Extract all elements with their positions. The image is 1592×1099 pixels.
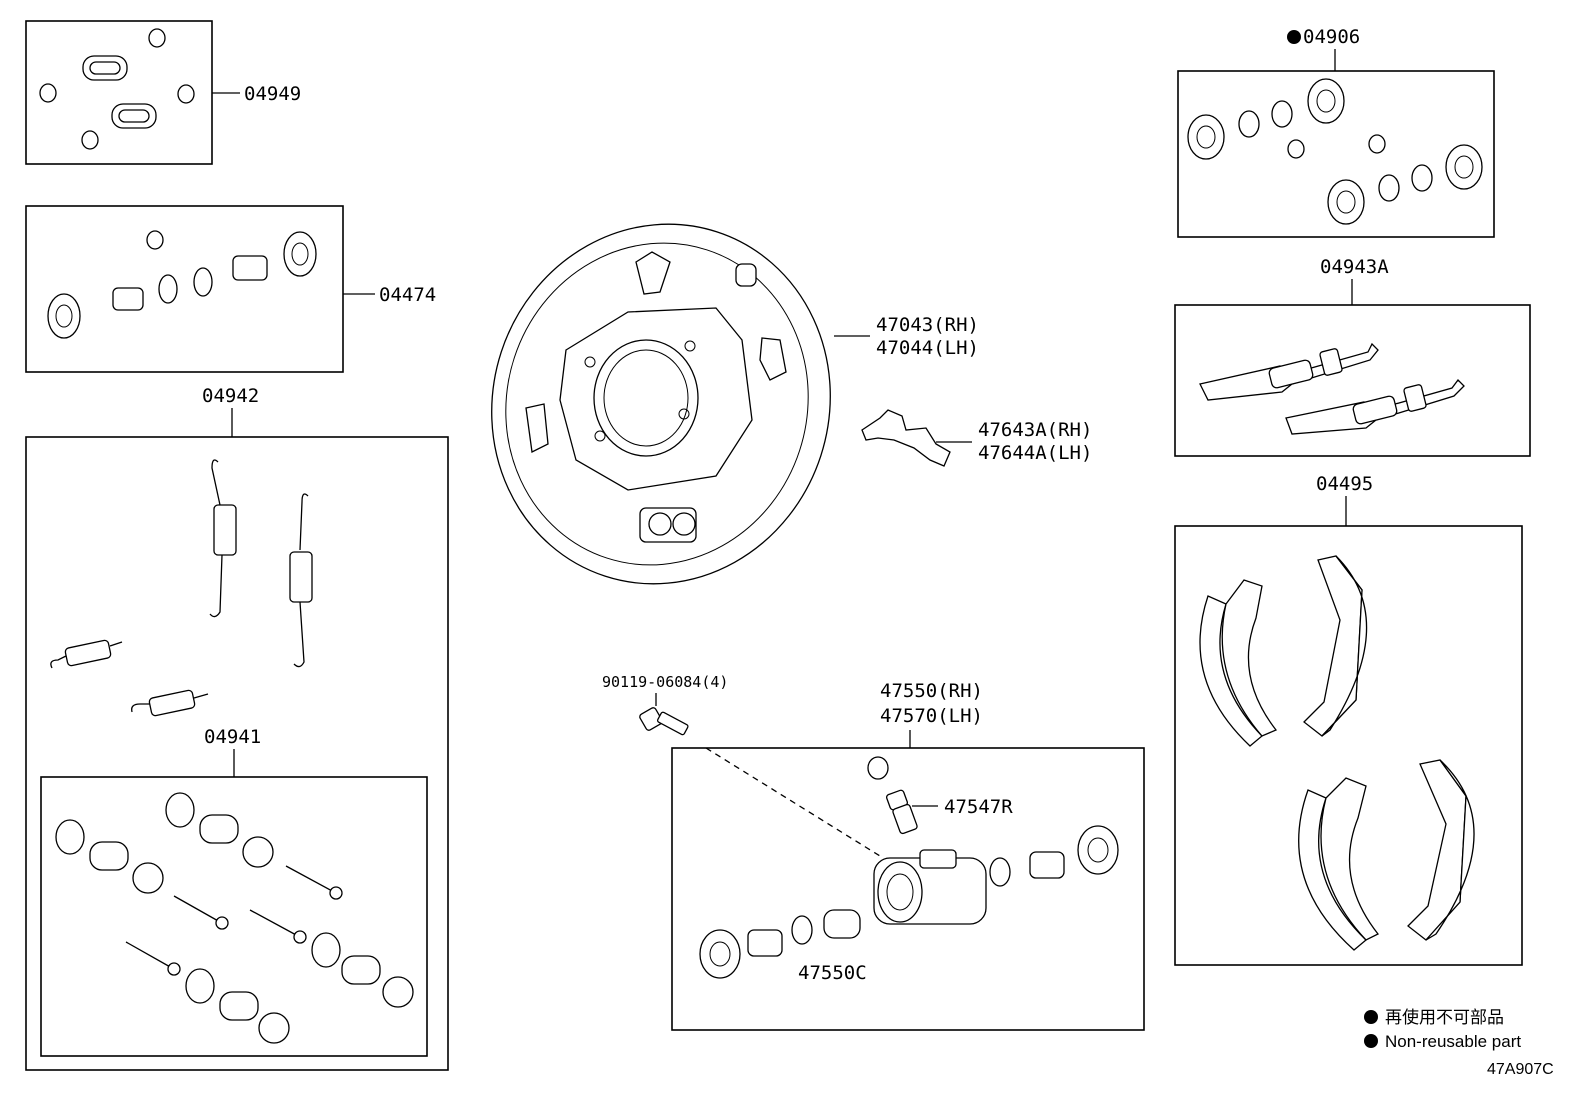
cylinder-cup-icon — [699, 929, 741, 979]
hold-down-spring-icon — [89, 814, 381, 1021]
wheel-cylinder-icon — [873, 849, 987, 925]
wheel-cylinder-box — [671, 747, 1145, 1031]
hold-down-pin-icon — [125, 865, 343, 976]
non-reusable-mark-icon — [1364, 1034, 1378, 1048]
kit-04495-box — [1174, 525, 1523, 966]
label-90119[interactable]: 90119-06084(4) — [602, 673, 728, 691]
boot-icon — [82, 55, 157, 129]
label-47043[interactable]: 47043(RH) — [876, 314, 979, 336]
parking-lever-group: 47643A(RH) 47644A(LH) — [861, 409, 1092, 467]
piston-icon — [747, 929, 783, 957]
label-04495[interactable]: 04495 — [1316, 473, 1373, 495]
kit-04943a-group: 04943A — [1174, 256, 1531, 457]
bolt-group: 90119-06084(4) — [602, 673, 881, 857]
label-47644[interactable]: 47644A(LH) — [978, 442, 1092, 464]
diagram-code: 47A907C — [1487, 1061, 1554, 1078]
bolt-icon — [639, 707, 689, 736]
label-04943a[interactable]: 04943A — [1320, 256, 1389, 278]
kit-04474-group: 04474 — [25, 205, 436, 373]
piston-icon — [1029, 851, 1065, 879]
bleeder-cap-icon — [867, 756, 889, 780]
cylinder-cup-icon — [1077, 825, 1119, 875]
label-04474[interactable]: 04474 — [379, 284, 436, 306]
label-47550[interactable]: 47550(RH) — [880, 680, 983, 702]
hold-down-cup-icon — [55, 792, 414, 1044]
kit-04906-group: 04906 — [1177, 26, 1495, 238]
return-spring-icon — [50, 459, 313, 717]
label-47547[interactable]: 47547R — [944, 796, 1013, 818]
kit-04474-box — [25, 205, 344, 373]
bleeder-screw-icon — [886, 789, 918, 835]
legend-en: Non-reusable part — [1385, 1032, 1521, 1051]
legend-jp: 再使用不可部品 — [1385, 1007, 1504, 1027]
cylinder-cup-icon — [47, 231, 317, 339]
kit-04949-group: 04949 — [25, 20, 301, 165]
kit-04942-group: 04942 04941 — [25, 385, 449, 1071]
kit-04906-box — [1177, 70, 1495, 238]
label-04942[interactable]: 04942 — [202, 385, 259, 407]
label-04941[interactable]: 04941 — [204, 726, 261, 748]
label-47550c[interactable]: 47550C — [798, 962, 867, 984]
wheel-cylinder-group: 47550(RH) 47570(LH) 47547R 47550C — [671, 680, 1145, 1031]
label-47643[interactable]: 47643A(RH) — [978, 419, 1092, 441]
kit-04941-box — [40, 776, 428, 1057]
non-reusable-mark-icon — [1287, 30, 1301, 44]
bleeder-cap-icon — [1287, 139, 1305, 159]
non-reusable-mark-icon — [1364, 1010, 1378, 1024]
cylinder-spring-icon — [823, 909, 861, 939]
piston-icon — [112, 255, 268, 311]
adjuster-icon — [1199, 342, 1465, 435]
cylinder-cup-icon — [1187, 78, 1483, 225]
kit-04942-box — [25, 436, 449, 1071]
parking-brake-lever-icon — [861, 409, 951, 467]
legend: 再使用不可部品 Non-reusable part 47A907C — [1364, 1007, 1554, 1078]
bleeder-cap-icon — [39, 28, 195, 150]
kit-04943a-box — [1174, 304, 1531, 457]
label-47044[interactable]: 47044(LH) — [876, 337, 979, 359]
label-04949[interactable]: 04949 — [244, 83, 301, 105]
cylinder-mount-icon — [639, 507, 697, 543]
kit-04495-group: 04495 — [1174, 473, 1523, 966]
brake-shoe-icon — [1199, 555, 1475, 951]
bleeder-cap-icon — [146, 230, 164, 250]
bleeder-cap-icon — [1368, 134, 1386, 154]
label-47570[interactable]: 47570(LH) — [880, 705, 983, 727]
label-04906[interactable]: 04906 — [1303, 26, 1360, 48]
backing-plate-group: 47043(RH) 47044(LH) — [491, 223, 979, 585]
